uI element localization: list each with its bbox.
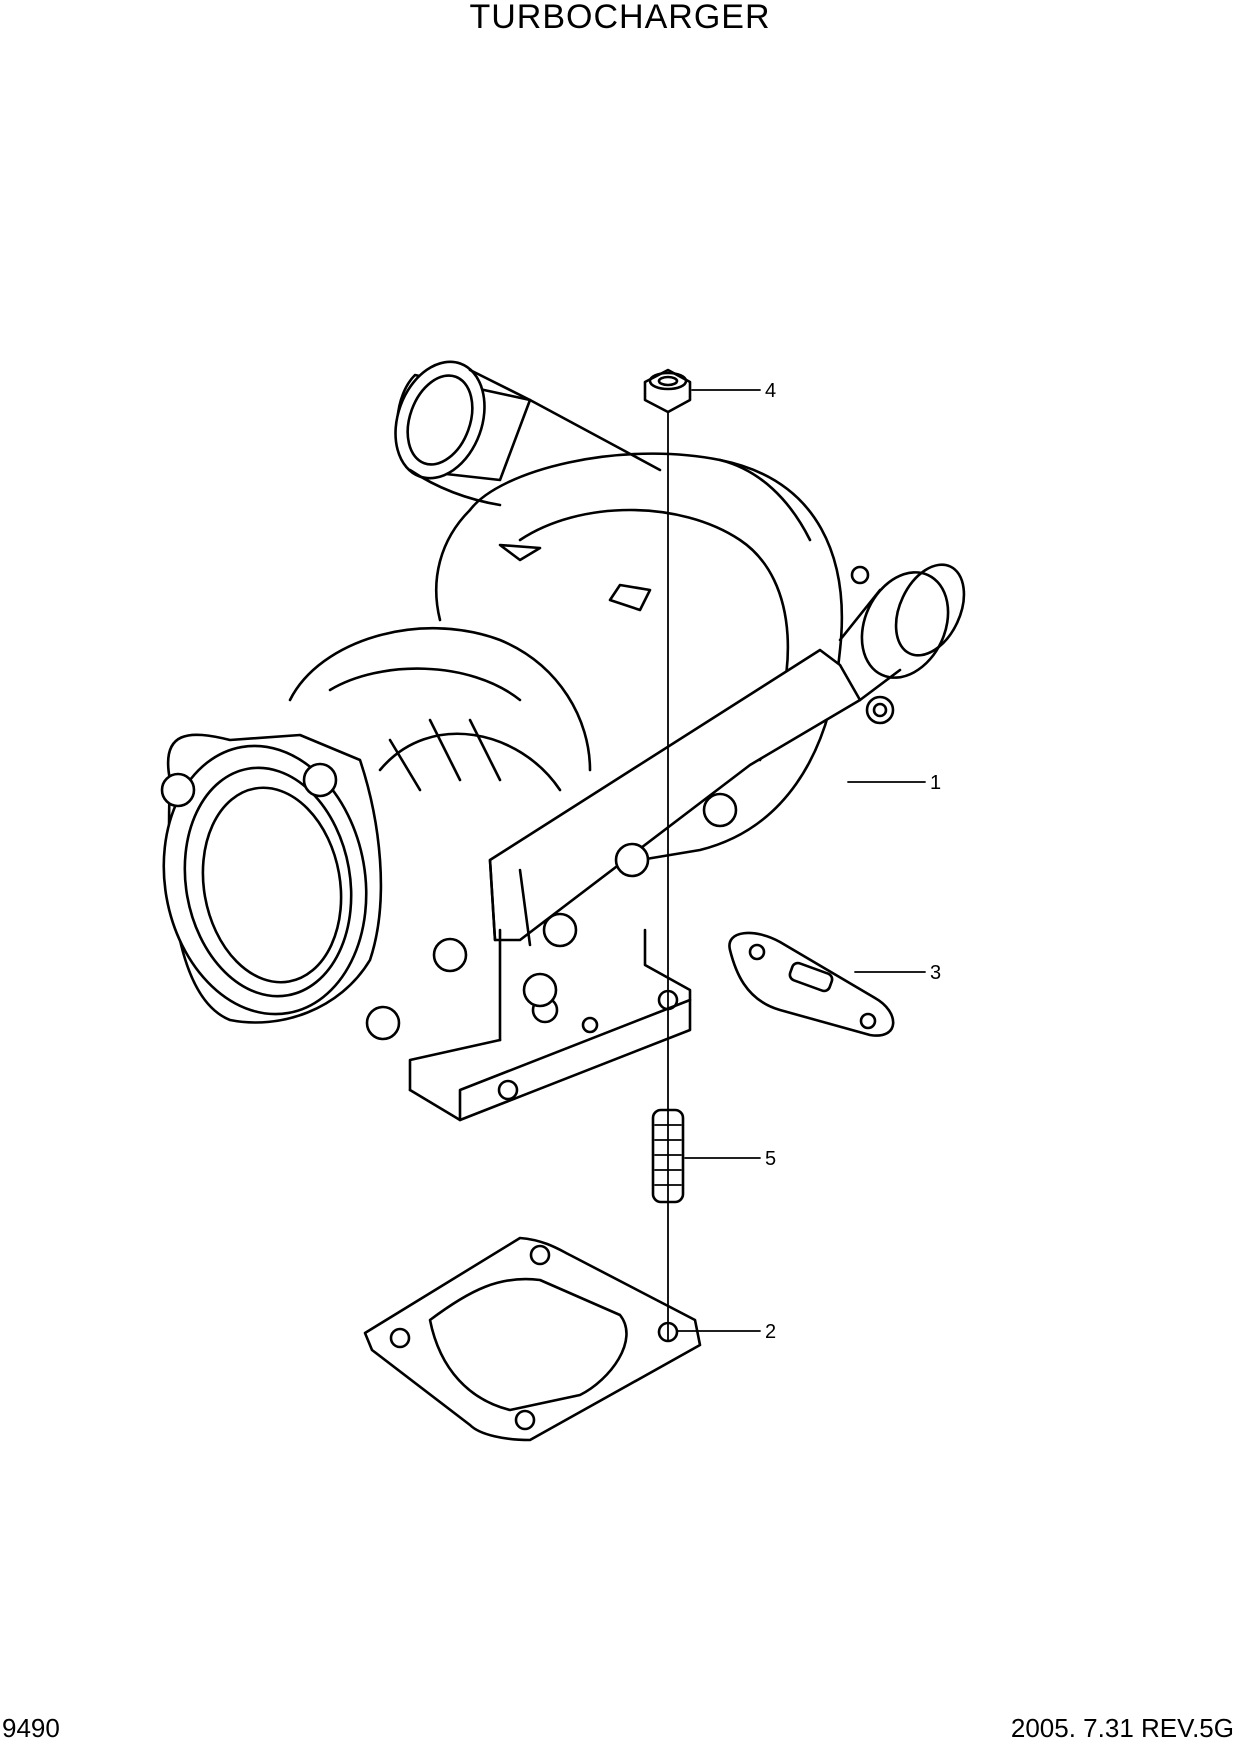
compressor-inlet-pipe <box>394 360 662 507</box>
turbine-housing <box>288 627 592 792</box>
wastegate-actuator <box>838 563 966 702</box>
bracket-bolts <box>522 792 738 1024</box>
page-code: 9490 <box>2 1713 60 1743</box>
callout-5: 5 <box>765 1148 776 1170</box>
mounting-base <box>408 928 692 1122</box>
part-3-gasket <box>728 931 895 1037</box>
actuator-bracket-arm <box>488 648 895 947</box>
compressor-housing <box>434 452 844 862</box>
part-4-nut <box>643 368 692 414</box>
part-2-gasket <box>363 1236 702 1442</box>
turbine-outlet-flange <box>160 733 468 1041</box>
callout-2: 2 <box>765 1321 776 1343</box>
callout-1: 1 <box>930 772 941 794</box>
diagram-title: TURBOCHARGER <box>469 0 771 36</box>
callout-4: 4 <box>765 380 776 402</box>
callout-3: 3 <box>930 962 941 984</box>
revision-label: 2005. 7.31 REV.5G <box>1010 1713 1234 1743</box>
leader-lines <box>677 389 926 1332</box>
